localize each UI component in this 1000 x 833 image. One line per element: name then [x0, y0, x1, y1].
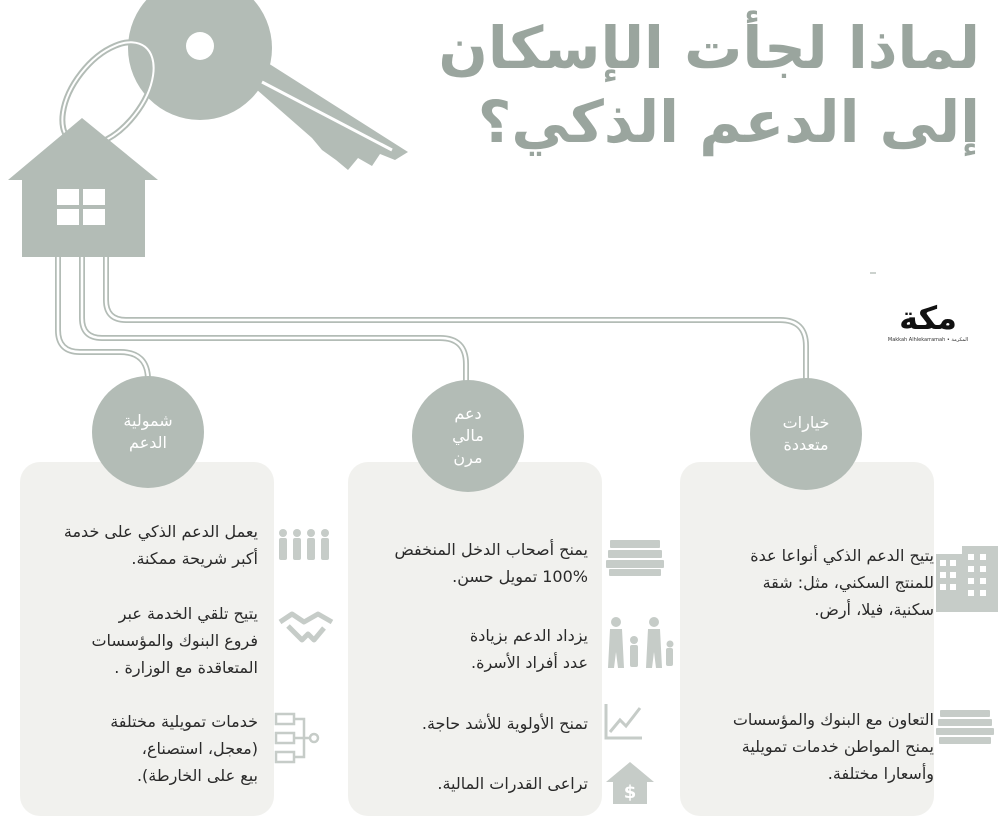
page-title-line-1: لماذا لجأت الإسكان: [438, 14, 981, 82]
page-title-line-2: إلى الدعم الذكي؟: [477, 88, 981, 156]
middle-item-1: يمنح أصحاب الدخل المنخفض 100% تمويل حسن.: [394, 540, 588, 586]
heading-circle-middle: دعم مالي مرن: [412, 380, 524, 492]
right-item-1: يتيح الدعم الذكي أنواعا عدة للمنتج السكن…: [750, 546, 934, 619]
svg-text:$: $: [624, 782, 637, 803]
connector-lines: [55, 252, 809, 403]
heading-circle-right: خيارات متعددة: [750, 378, 862, 490]
heading-circle-left: شمولية الدعم: [92, 376, 204, 488]
heading-left: شمولية الدعم: [123, 411, 173, 452]
middle-item-2: يزداد الدعم بزيادة عدد أفراد الأسرة.: [469, 626, 588, 672]
left-item-1: يعمل الدعم الذكي على خدمة أكبر شريحة ممك…: [63, 522, 258, 568]
card-middle: [348, 462, 602, 816]
middle-item-3: تمنح الأولوية للأشد حاجة.: [421, 714, 588, 733]
left-item-2: يتيح تلقي الخدمة عبر فروع البنوك والمؤسس…: [91, 604, 258, 677]
people-icon: [276, 528, 336, 562]
heading-right: خيارات متعددة: [782, 413, 830, 454]
key-icon: [128, 0, 408, 170]
heading-middle: دعم مالي مرن: [452, 404, 484, 467]
handshake-icon: [278, 608, 334, 648]
left-item-3: خدمات تمويلية مختلفة (معجل، استصناع، بيع…: [110, 712, 258, 785]
card-left: [20, 462, 274, 816]
makkah-logo: مكة Makkah Alhlekarramah • المكرمة: [878, 298, 978, 350]
house-icon: [8, 118, 158, 257]
middle-item-4: تراعى القدرات المالية.: [437, 774, 588, 793]
family-icon: [604, 616, 676, 670]
house-dollar-icon: $: [604, 760, 656, 804]
line-chart-icon: [604, 702, 644, 740]
logo-wordmark: مكة: [899, 299, 957, 337]
card-right: [680, 462, 934, 816]
building-icon: [936, 546, 998, 612]
money-stack-icon-middle: [606, 540, 664, 576]
connector-line-right: [103, 252, 809, 385]
flowchart-icon: [274, 712, 320, 764]
money-stack-icon-right: [936, 710, 994, 744]
right-item-2: التعاون مع البنوك والمؤسسات يمنح المواطن…: [732, 710, 934, 783]
logo-subtitle: Makkah Alhlekarramah • المكرمة: [887, 337, 969, 343]
